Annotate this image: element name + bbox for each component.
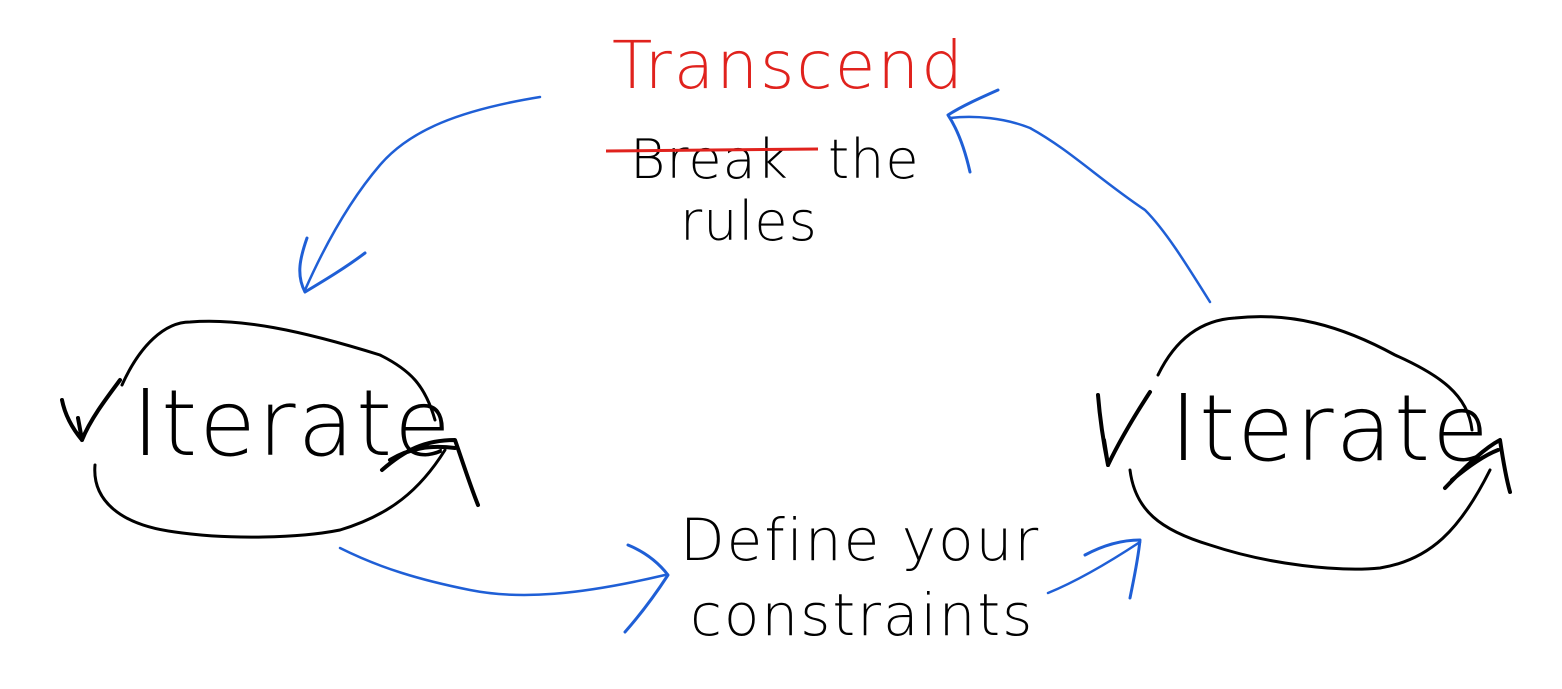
top-label-group: Transcend Break the rules <box>605 27 965 253</box>
arrow-left-to-define <box>338 546 667 597</box>
iterate-left-label: Iterate <box>132 370 453 477</box>
flow-arrows <box>298 88 1212 634</box>
strikethrough-line <box>605 147 819 153</box>
iterate-loop-right: Iterate <box>1096 315 1512 571</box>
loop-left-arrowhead-left <box>60 378 122 442</box>
define-label-line2: constraints <box>690 581 1034 649</box>
arrow-right-to-top-head <box>946 88 1000 174</box>
loop-left-upper-curve <box>120 319 437 422</box>
loop-right-arrowhead-left <box>1096 390 1152 467</box>
break-label: Break <box>630 128 789 191</box>
loop-right-lower-curve <box>1128 468 1492 571</box>
arrow-define-to-right-head <box>1083 538 1142 600</box>
arrow-define-to-right <box>1046 540 1142 595</box>
arrow-top-to-left <box>303 95 542 292</box>
loop-left-lower-curve <box>93 448 447 539</box>
transcend-label: Transcend <box>612 27 965 104</box>
bottom-label-group: Define your constraints <box>680 506 1040 649</box>
iterate-right-label: Iterate <box>1170 375 1491 482</box>
loop-right-arrowhead-right <box>1443 438 1512 494</box>
iterate-loop-left: Iterate <box>60 319 480 539</box>
arrow-right-to-top <box>948 115 1212 304</box>
loop-right-upper-curve <box>1156 315 1474 432</box>
rules-label: rules <box>680 190 818 253</box>
loop-left-arrowhead-right <box>380 438 480 507</box>
the-label: the <box>828 128 920 191</box>
arrow-left-to-define-head <box>623 543 670 634</box>
define-label-line1: Define your <box>680 506 1040 574</box>
arrow-top-to-left-head <box>298 236 367 294</box>
